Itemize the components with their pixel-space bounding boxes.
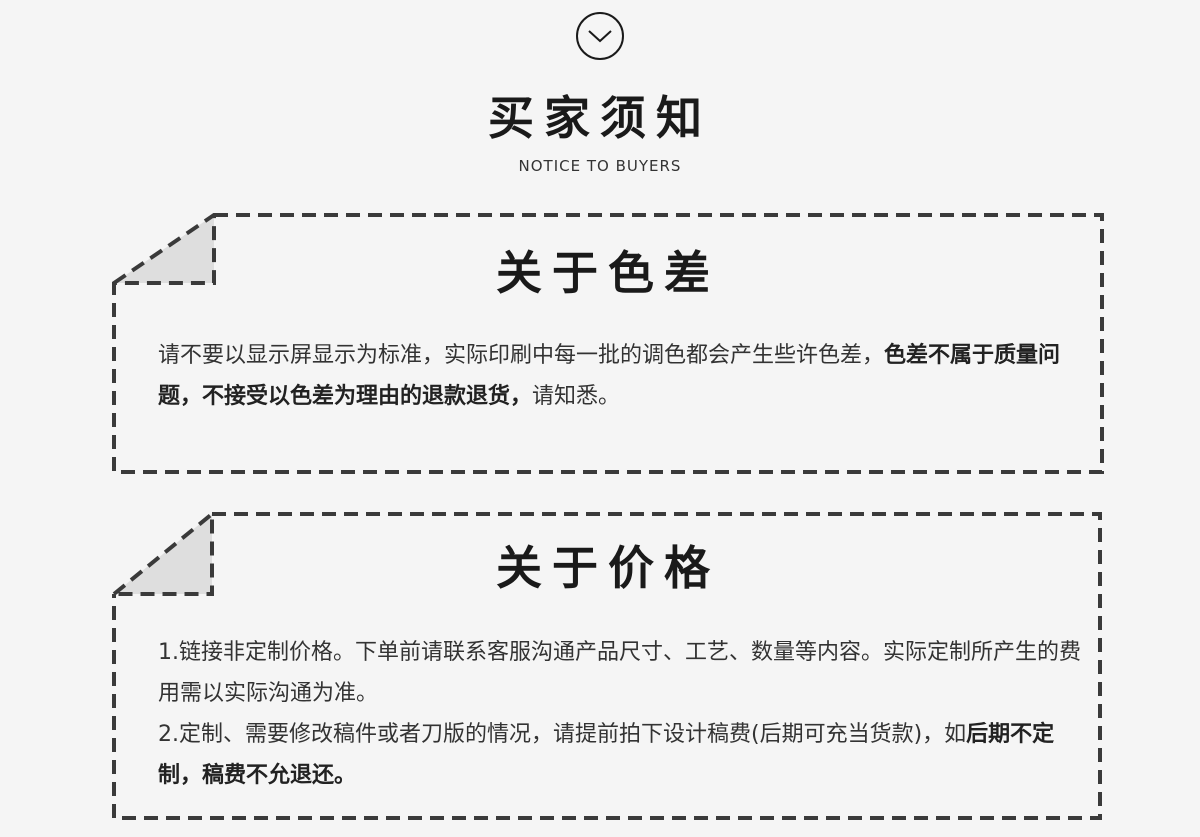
color-text-end: 请知悉。 bbox=[532, 384, 621, 409]
price-item-2: 2.定制、需要修改稿件或者刀版的情况，请提前拍下设计稿费(后期可充当货款)，如后… bbox=[158, 714, 1088, 796]
page-subtitle: NOTICE TO BUYERS bbox=[518, 157, 682, 175]
price-title: 关于价格 bbox=[496, 541, 720, 595]
color-difference-card: 关于色差 请不要以显示屏显示为标准，实际印刷中每一批的调色都会产生些许色差，色差… bbox=[112, 213, 1104, 475]
chevron-down-circle-icon[interactable] bbox=[576, 12, 624, 60]
color-difference-text: 请不要以显示屏显示为标准，实际印刷中每一批的调色都会产生些许色差，色差不属于质量… bbox=[158, 335, 1088, 417]
color-difference-title: 关于色差 bbox=[496, 246, 720, 300]
color-text-bold: 色差不属于质量问题，不接受以色差为理由的退款退货， bbox=[158, 343, 1061, 409]
dashed-frame bbox=[112, 213, 1104, 474]
price-text: 1.链接非定制价格。下单前请联系客服沟通产品尺寸、工艺、数量等内容。实际定制所产… bbox=[158, 632, 1088, 796]
price-item-2-normal: 2.定制、需要修改稿件或者刀版的情况，请提前拍下设计稿费(后期可充当货款)，如 bbox=[158, 722, 967, 747]
price-item-2-bold: 后期不定制，稿费不允退还。 bbox=[158, 722, 1055, 788]
price-item-1: 1.链接非定制价格。下单前请联系客服沟通产品尺寸、工艺、数量等内容。实际定制所产… bbox=[158, 640, 1081, 706]
chevron-down-icon bbox=[588, 30, 612, 43]
price-card: 关于价格 1.链接非定制价格。下单前请联系客服沟通产品尺寸、工艺、数量等内容。实… bbox=[112, 512, 1104, 822]
dashed-frame bbox=[112, 512, 1102, 820]
page-title: 买家须知 bbox=[488, 91, 712, 145]
color-text-normal: 请不要以显示屏显示为标准，实际印刷中每一批的调色都会产生些许色差， bbox=[158, 343, 885, 368]
